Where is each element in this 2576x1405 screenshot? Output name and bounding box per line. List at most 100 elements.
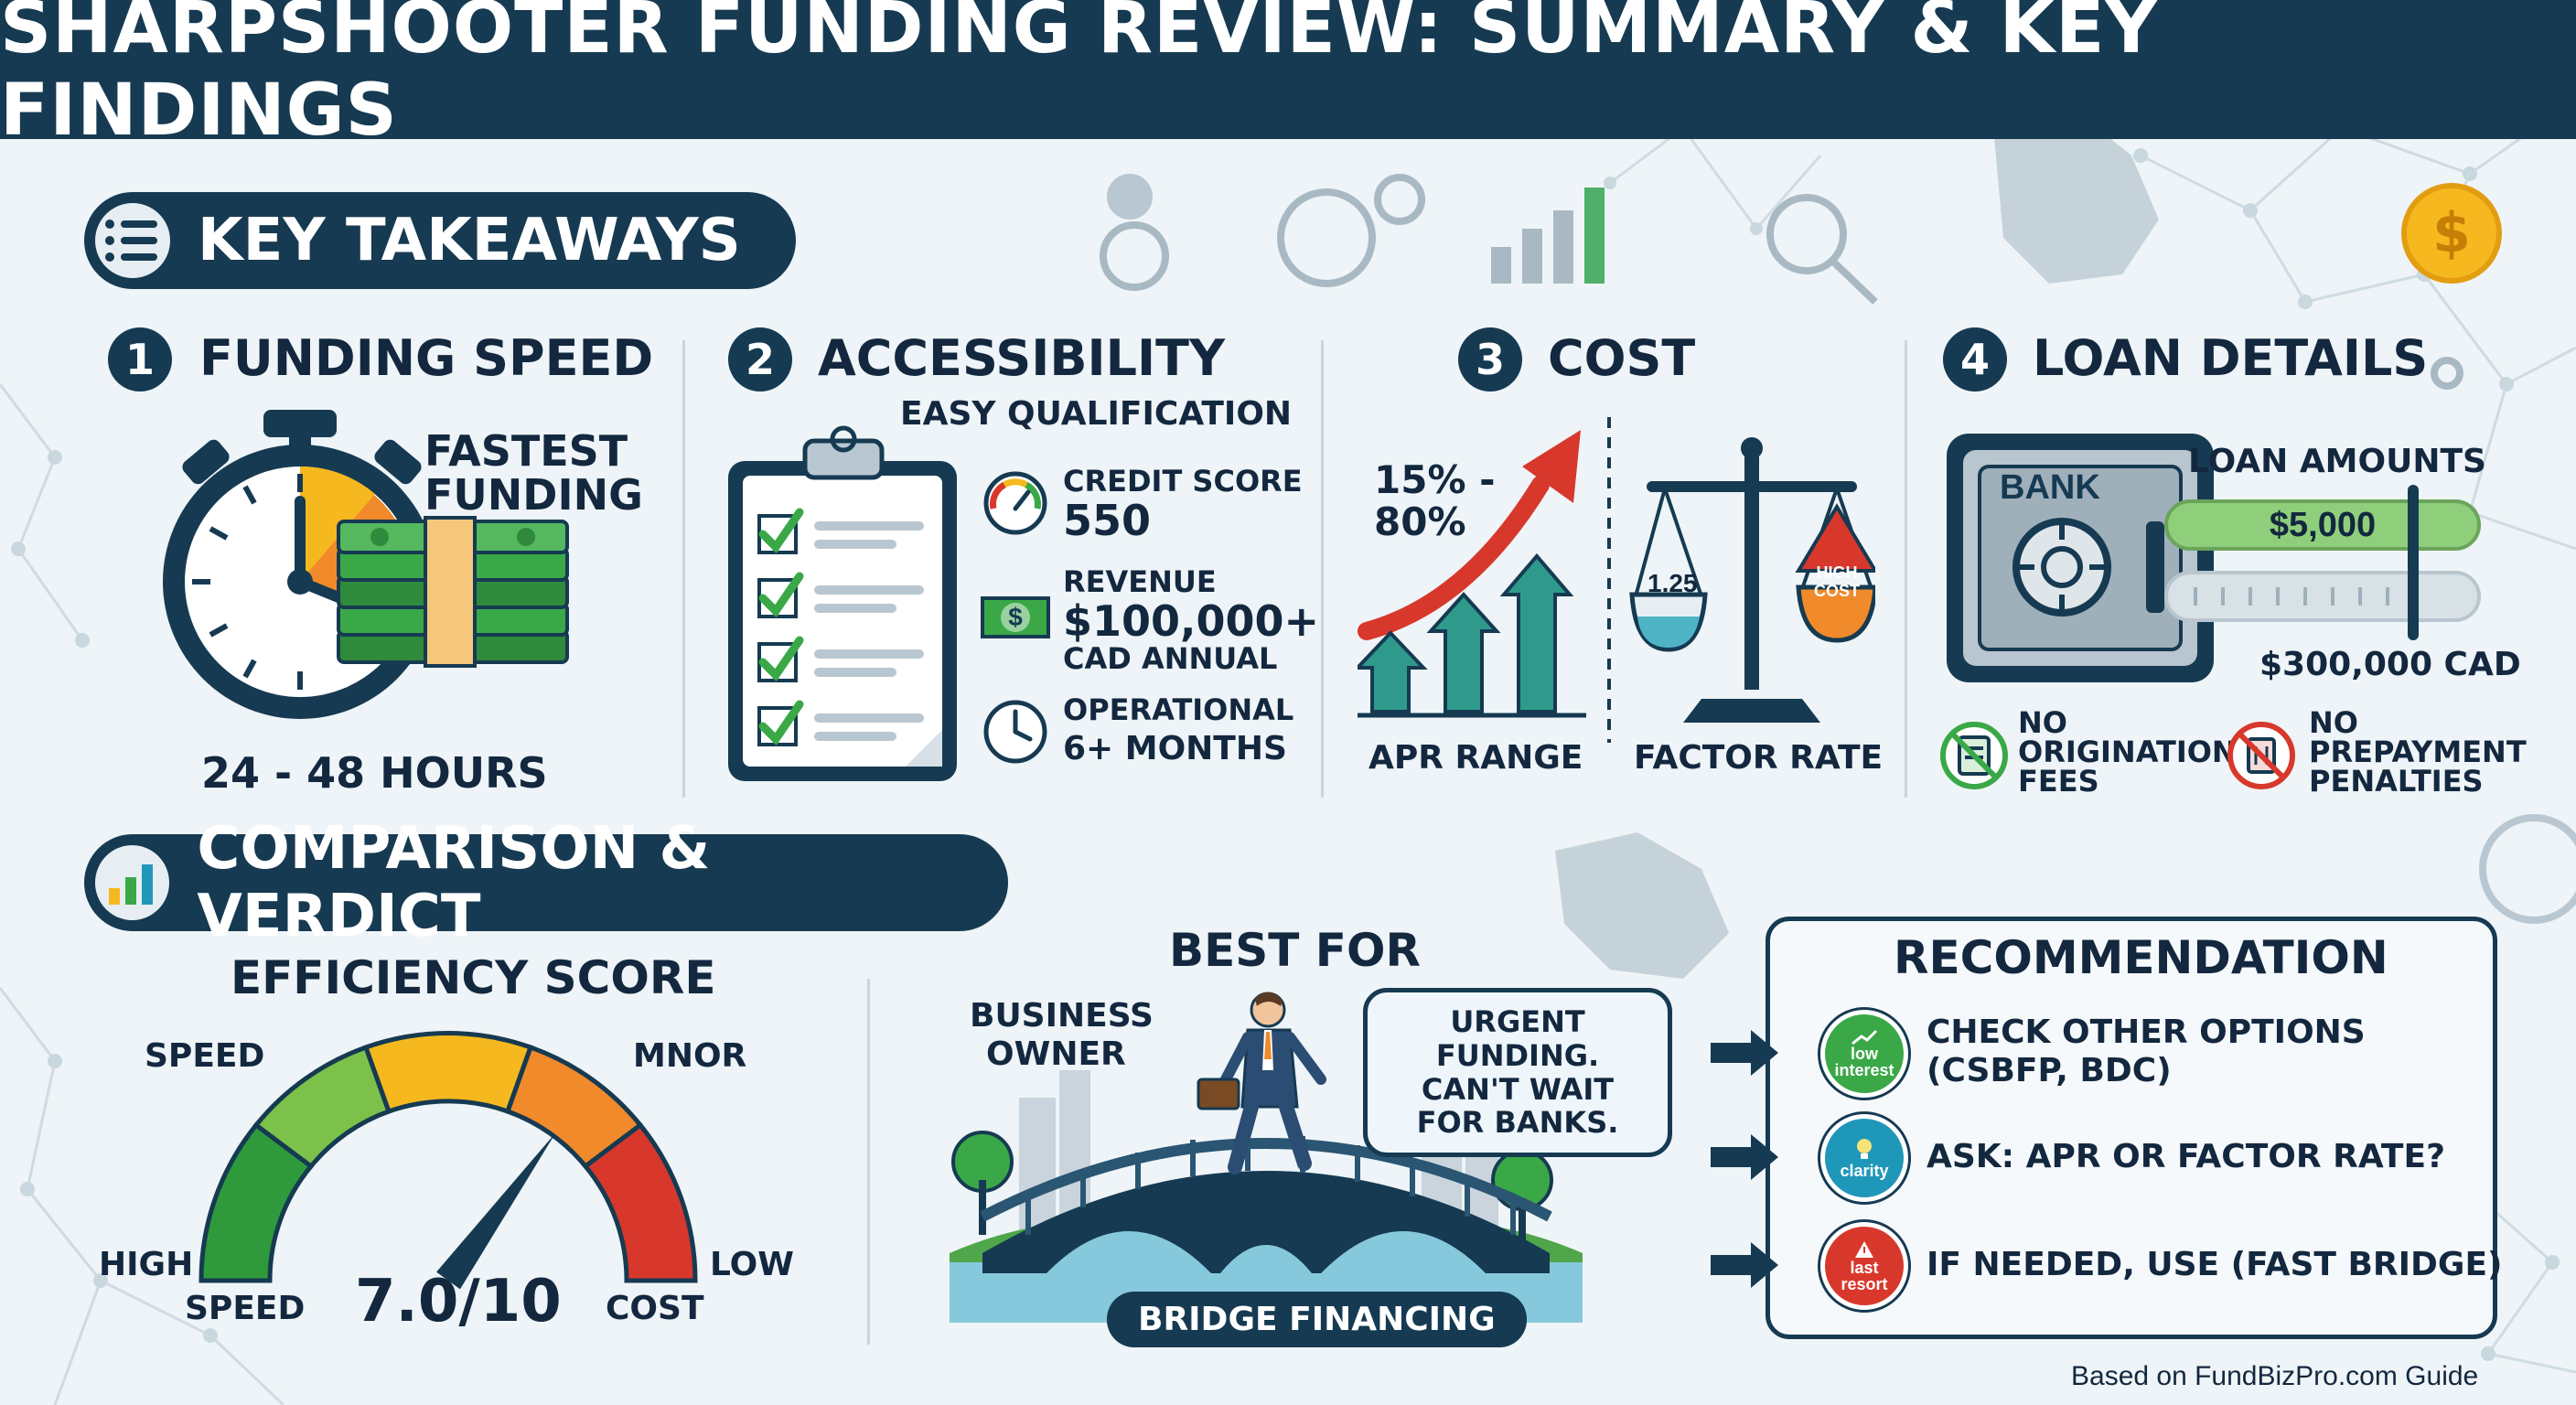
efficiency-score-title: EFFICIENCY SCORE: [231, 951, 716, 1004]
rec-item-1-line1: CHECK OTHER OPTIONS: [1927, 1014, 2366, 1051]
gauge-speed-label: SPEED: [145, 1037, 265, 1075]
no-prepayment-line1: NO: [2309, 705, 2358, 740]
loan-bar-bottom: [2164, 571, 2481, 622]
divider-2: [1321, 340, 1324, 798]
warning-icon: [1855, 1241, 1873, 1258]
loan-range-marker: [2408, 485, 2419, 640]
business-owner-line1: BUSINESS: [970, 997, 1154, 1035]
gauge-minor-label: MNOR: [633, 1037, 747, 1075]
trend-up-icon: [1852, 1029, 1878, 1046]
low-interest-icon: low interest: [1820, 1010, 1908, 1098]
fastest-funding-line1: FASTEST: [424, 426, 628, 476]
funding-time: 24 - 48 HOURS: [201, 748, 548, 798]
source-note: Based on FundBizPro.com Guide: [2071, 1361, 2479, 1391]
badge-1: 1: [108, 327, 172, 391]
list-icon: [90, 198, 176, 284]
no-prepayment-line2: PREPAYMENT: [2309, 735, 2527, 769]
last-resort-icon: last resort: [1820, 1222, 1908, 1310]
divider-3: [1905, 340, 1907, 798]
key-takeaways-title: KEY TAKEAWAYS: [198, 207, 741, 274]
no-fees-icon: [1940, 722, 2008, 789]
bank-safe-icon: [1947, 434, 2214, 682]
badge-3: 3: [1458, 327, 1522, 391]
low-interest-line2: interest: [1834, 1061, 1894, 1079]
gauge-speed-bottom-label: SPEED: [185, 1290, 306, 1327]
safe-label: BANK: [2000, 468, 2100, 507]
bar-tick-marks: [2194, 587, 2417, 606]
divider-1: [682, 340, 685, 798]
loan-details-title: LOAN DETAILS: [2033, 329, 2429, 387]
scale-icon: [1629, 437, 1875, 723]
efficiency-score-value: 7.0/10: [355, 1268, 562, 1335]
factor-rate-value: 1.25: [1648, 569, 1698, 597]
gauge-low-label: LOW: [710, 1246, 794, 1283]
clipboard-checklist-icon: [728, 425, 957, 781]
rising-arrow-chart-icon: [1358, 430, 1586, 718]
dashed-divider: [1607, 417, 1611, 743]
apr-range-line2: 80%: [1374, 499, 1466, 544]
bridge-financing-label: BRIDGE FINANCING: [1107, 1292, 1527, 1347]
arrow-icon-2: [1711, 1134, 1778, 1180]
factor-rate-label: FACTOR RATE: [1634, 739, 1884, 777]
clarity-line1: clarity: [1840, 1162, 1889, 1180]
best-for-title: BEST FOR: [1169, 924, 1421, 977]
page-title: SHARPSHOOTER FUNDING REVIEW: SUMMARY & K…: [0, 0, 2158, 152]
efficiency-gauge: [199, 1031, 698, 1290]
fastest-funding-line2: FUNDING: [424, 470, 643, 520]
money-symbol: $: [1001, 603, 1030, 632]
key-takeaways-header: KEY TAKEAWAYS: [84, 192, 796, 289]
cost-title: COST: [1548, 329, 1696, 387]
clarity-icon: clarity: [1820, 1114, 1908, 1202]
credit-score-label: CREDIT SCORE: [1063, 464, 1303, 499]
last-resort-line2: resort: [1841, 1275, 1888, 1293]
low-interest-line1: low: [1851, 1045, 1878, 1063]
bubble-line3: FOR BANKS.: [1416, 1105, 1619, 1141]
divider-4: [867, 979, 870, 1345]
funding-speed-title: FUNDING SPEED: [199, 329, 654, 387]
loan-bar-top: $5,000: [2164, 499, 2481, 551]
badge-2: 2: [728, 327, 792, 391]
comparison-header: COMPARISON & VERDICT: [84, 815, 1008, 950]
business-owner-line2: OWNER: [986, 1035, 1126, 1073]
gauge-small-icon: [983, 471, 1047, 535]
no-origination-line2: ORIGINATION: [2018, 735, 2237, 769]
gauge-needle: [436, 1132, 556, 1290]
rec-item-1-line2: (CSBFP, BDC): [1927, 1052, 2172, 1089]
bar-chart-icon: [90, 840, 176, 926]
header-bar: SHARPSHOOTER FUNDING REVIEW: SUMMARY & K…: [0, 0, 2576, 152]
stopwatch-icon: [163, 410, 569, 719]
bubble-line1: URGENT FUNDING.: [1435, 1004, 1600, 1073]
accessibility-title: ACCESSIBILITY: [818, 329, 1226, 387]
gauge-cost-label: COST: [606, 1290, 704, 1327]
credit-score-value: 550: [1063, 496, 1152, 545]
comparison-title: COMPARISON & VERDICT: [197, 815, 711, 950]
arrow-icon-1: [1711, 1030, 1778, 1076]
apr-range-label: APR RANGE: [1368, 739, 1583, 777]
last-resort-line1: last: [1850, 1259, 1879, 1277]
clock-icon: [983, 700, 1047, 764]
high-cost-line1: HIGH: [1816, 563, 1858, 582]
rec-item-3-line1: IF NEEDED, USE (FAST BRIDGE): [1927, 1246, 2503, 1283]
high-cost-line2: COST: [1813, 582, 1860, 600]
bubble-line2: CAN'T WAIT: [1421, 1071, 1615, 1107]
svg-text:$: $: [2432, 201, 2471, 265]
speech-bubble: URGENT FUNDING. CAN'T WAIT FOR BANKS.: [1363, 988, 1672, 1158]
max-amount: $300,000 CAD: [2259, 646, 2521, 683]
gauge-needle-pointer: [436, 1132, 556, 1290]
arrow-icon-3: [1711, 1242, 1778, 1288]
rec-item-2-line1: ASK: APR OR FACTOR RATE?: [1927, 1138, 2445, 1175]
badge-4: 4: [1943, 327, 2007, 391]
no-penalty-icon: [2227, 722, 2295, 789]
no-origination-line3: FEES: [2018, 764, 2099, 799]
min-amount: $5,000: [2269, 506, 2377, 544]
recommendation-title: RECOMMENDATION: [1894, 931, 2388, 984]
no-prepayment-line3: PENALTIES: [2309, 764, 2484, 799]
loan-amounts-label: LOAN AMOUNTS: [2188, 443, 2486, 480]
apr-range-line1: 15% -: [1374, 457, 1496, 502]
revenue-value: $100,000+: [1063, 596, 1320, 646]
money-icon: $: [981, 596, 1050, 638]
revenue-unit: CAD ANNUAL: [1063, 641, 1278, 676]
operational-value: 6+ MONTHS: [1063, 730, 1287, 767]
easy-qualification: EASY QUALIFICATION: [900, 395, 1293, 433]
